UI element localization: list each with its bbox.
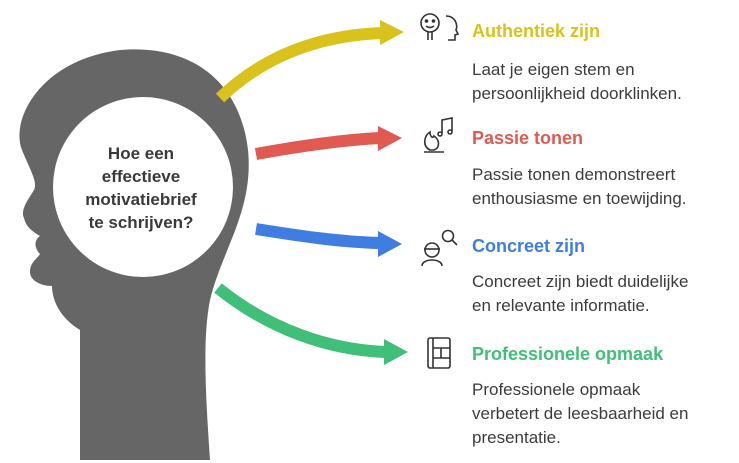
head-title-line: motivatiebrief: [85, 190, 197, 209]
arrow-authentiek: [215, 20, 404, 103]
item-desc-concreet: Concreet zijn biedt duidelijke en releva…: [472, 270, 734, 318]
head-inner-circle: [53, 97, 233, 277]
head-title: Hoe een effectieve motivatiebrief te sch…: [66, 142, 216, 234]
item-desc-line: persoonlijkheid doorklinken.: [472, 84, 682, 103]
head-title-line: te schrijven?: [88, 213, 194, 232]
item-title-professioneel: Professionele opmaak: [472, 344, 664, 364]
head-silhouette: [19, 49, 249, 461]
document-layout-icon: [427, 337, 451, 369]
head-title-line: Hoe een: [107, 144, 175, 163]
item-desc-line: Concreet zijn biedt duidelijke: [472, 272, 689, 291]
arrow-passie: [254, 126, 402, 160]
fire-music-note-icon: [423, 117, 453, 153]
item-desc-line: enthousiasme en toewijding.: [472, 189, 687, 208]
item-desc-line: verbetert de leesbaarheid en: [472, 404, 689, 423]
item-desc-line: Professionele opmaak: [472, 380, 641, 399]
item-desc-professioneel: Professionele opmaak verbetert de leesba…: [472, 378, 734, 450]
item-desc-line: Laat je eigen stem en: [472, 60, 635, 79]
item-title-passie: Passie tonen: [472, 128, 584, 148]
item-title-concreet: Concreet zijn: [472, 236, 586, 256]
item-desc-line: presentatie.: [472, 428, 561, 447]
person-magnifier-icon: [421, 229, 458, 267]
smiley-head-icon: [420, 13, 460, 41]
head-title-line: effectieve: [101, 167, 181, 186]
arrow-concreet: [255, 223, 402, 257]
item-desc-passie: Passie tonen demonstreert enthousiasme e…: [472, 163, 734, 211]
item-desc-line: en relevante informatie.: [472, 296, 650, 315]
item-desc-line: Passie tonen demonstreert: [472, 165, 676, 184]
arrow-professioneel: [214, 283, 408, 365]
item-title-authentiek: Authentiek zijn: [472, 21, 601, 41]
item-desc-authentiek: Laat je eigen stem en persoonlijkheid do…: [472, 58, 734, 106]
